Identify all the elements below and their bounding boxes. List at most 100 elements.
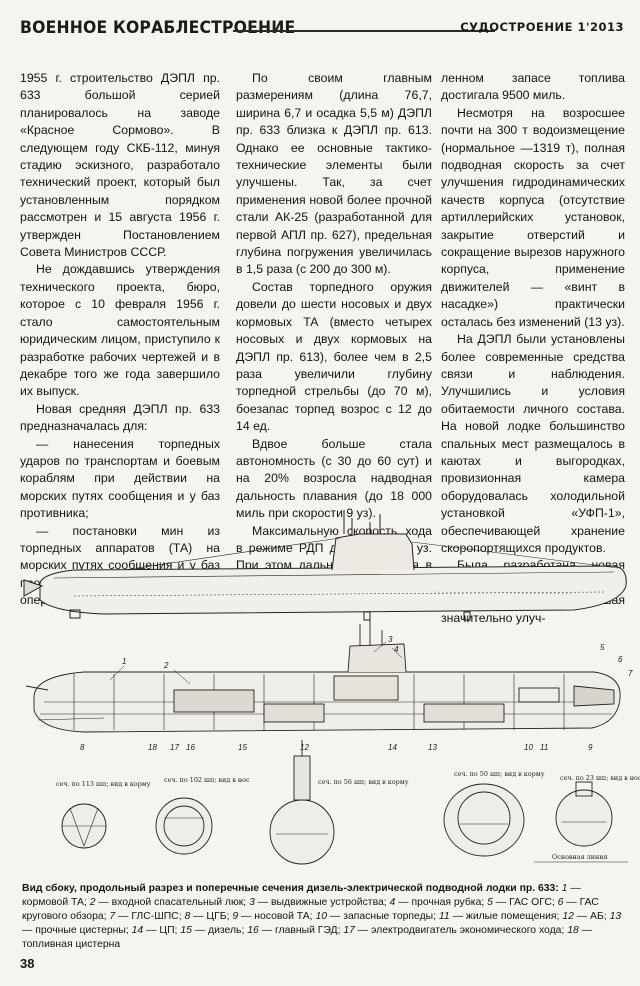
- legend-item: 18 — топливная цистерна: [22, 925, 592, 950]
- legend-item: 9 — носовой ТА;: [232, 911, 315, 922]
- legend-text: — выдвижные устройства;: [254, 897, 390, 908]
- legend-number: 11: [438, 911, 450, 922]
- legend-item: 16 — главный ГЭД;: [247, 925, 343, 936]
- legend-text: — запасные торпеды;: [327, 911, 439, 922]
- legend-item: 7 — ГЛС-ШПС;: [109, 911, 184, 922]
- callout: 16: [186, 743, 195, 752]
- text-column-1: 1955 г. строительство ДЭПЛ пр. 633 больш…: [20, 70, 220, 610]
- section-title: ВОЕННОЕ КОРАБЛЕСТРОЕНИЕ: [20, 18, 296, 38]
- section-labels: сеч. по 113 шп; вид в корму сеч. по 102 …: [56, 770, 640, 861]
- section-label: сеч. по 113 шп; вид в корму: [56, 780, 151, 788]
- legend-number: 2: [89, 897, 96, 908]
- callout: 10: [524, 743, 533, 752]
- legend-number: 14: [131, 925, 144, 936]
- callout: 5: [600, 643, 605, 652]
- legend-number: 9: [232, 911, 239, 922]
- caption-legend: 1 — кормовой ТА; 2 — входной спасательны…: [22, 883, 621, 950]
- callout: 2: [163, 661, 169, 670]
- legend-text: — ГАС ОГС;: [492, 897, 558, 908]
- baseline-label: Основная линия: [552, 853, 608, 861]
- side-view: [23, 510, 627, 621]
- callout: 7: [628, 669, 633, 678]
- paragraph: Вдвое больше стала автономность (с 30 до…: [236, 436, 432, 521]
- paragraph: По своим главным размерениям (длина 76,7…: [236, 71, 432, 277]
- legend-number: 8: [184, 911, 191, 922]
- paragraph: 1955 г. строительство ДЭПЛ пр. 633 больш…: [20, 71, 220, 260]
- section-56: [269, 740, 335, 865]
- legend-number: 5: [487, 897, 493, 908]
- section-102: [155, 797, 213, 855]
- legend-number: 17: [343, 925, 355, 936]
- page-number: 38: [20, 956, 35, 971]
- paragraph: Несмотря на возросшее почти на 300 т вод…: [441, 105, 625, 329]
- caption-title: Вид сбоку, продольный разрез и поперечны…: [22, 883, 559, 894]
- legend-text: — входной спасательный люк;: [95, 897, 250, 908]
- submarine-drawing: 1 2 3 4 5 6 7 8 9 10 11 12 13 14 15 16 1…: [23, 510, 640, 865]
- legend-item: 8 — ЦГБ;: [184, 911, 232, 922]
- text-column-3: ленном запасе топлива достигала 9500 мил…: [441, 70, 625, 627]
- legend-number: 15: [180, 925, 192, 936]
- legend-item: 13 — прочные цистерны;: [22, 911, 621, 936]
- legend-item: 10 — запасные торпеды;: [315, 911, 438, 922]
- section-label: сеч. по 56 шп; вид в корму: [318, 778, 409, 786]
- legend-item: 11 — жилые помещения;: [439, 911, 562, 922]
- legend-text: — дизель;: [191, 925, 248, 936]
- legend-number: 3: [249, 897, 255, 908]
- callout: 13: [428, 743, 437, 752]
- legend-text: — главный ГЭД;: [258, 925, 344, 936]
- legend-number: 10: [315, 911, 328, 922]
- callout: 12: [300, 743, 309, 752]
- legend-number: 6: [557, 897, 564, 908]
- figure-caption: Вид сбоку, продольный разрез и поперечны…: [22, 882, 626, 952]
- legend-text: — ЦП;: [143, 925, 181, 936]
- paragraph: Состав торпедного оружия довели до шести…: [236, 279, 432, 434]
- legend-item: 2 — входной спасательный люк;: [90, 897, 249, 908]
- legend-text: — топливная цистерна: [22, 925, 593, 950]
- legend-item: 4 — прочная рубка;: [390, 897, 488, 908]
- callout: 8: [80, 743, 85, 752]
- legend-number: 18: [567, 925, 579, 936]
- legend-text: — АБ;: [573, 911, 610, 922]
- paragraph: ленном запасе топлива достигала 9500 мил…: [441, 71, 625, 103]
- callout: 11: [540, 743, 548, 752]
- legend-text: — ЦГБ;: [190, 911, 233, 922]
- paragraph: Не дождавшись утверждения технического п…: [20, 262, 220, 399]
- legend-text: — ГЛС-ШПС;: [115, 911, 185, 922]
- section-label: сеч. по 50 шп; вид в корму: [454, 770, 545, 778]
- callout: 15: [238, 743, 247, 752]
- callout: 1: [122, 657, 126, 666]
- section-label: сеч. по 23 шп; вид в нос: [560, 774, 640, 782]
- callout: 4: [394, 645, 399, 654]
- section-23: [555, 781, 613, 847]
- section-label: сеч. по 102 шп; вид в нос: [164, 776, 250, 784]
- legend-text: — носовой ТА;: [238, 911, 316, 922]
- page-header: ВОЕННОЕ КОРАБЛЕСТРОЕНИЕ СУДОСТРОЕНИЕ 1'2…: [8, 14, 632, 46]
- legend-text: — прочная рубка;: [395, 897, 488, 908]
- legend-item: 15 — дизель;: [180, 925, 247, 936]
- callout: 9: [588, 743, 593, 752]
- legend-number: 13: [609, 911, 622, 922]
- paragraph: Новая средняя ДЭПЛ пр. 633 предназначала…: [20, 401, 220, 434]
- legend-number: 1: [561, 883, 568, 894]
- section-50: [443, 783, 525, 857]
- legend-text: — прочные цистерны;: [22, 925, 132, 936]
- callout: 18: [148, 743, 157, 752]
- legend-text: — кормовой ТА;: [22, 883, 581, 908]
- callout: 14: [388, 743, 397, 752]
- callout: 6: [618, 655, 623, 664]
- header-rule: [233, 30, 495, 32]
- section-113: [61, 803, 107, 849]
- cross-sections: [61, 740, 628, 865]
- legend-number: 7: [109, 911, 116, 922]
- legend-item: 5 — ГАС ОГС;: [487, 897, 558, 908]
- legend-item: 12 — АБ;: [562, 911, 609, 922]
- legend-text: — ГАС кругового обзора;: [22, 897, 599, 922]
- magazine-title: СУДОСТРОЕНИЕ 1'2013: [460, 20, 624, 34]
- legend-number: 16: [247, 925, 259, 936]
- legend-text: — жилые помещения;: [449, 911, 563, 922]
- legend-text: — электродвигатель экономического хода;: [354, 925, 568, 936]
- legend-item: 1 — кормовой ТА;: [22, 883, 581, 908]
- paragraph: — нанесения торпедных ударов по транспор…: [20, 436, 220, 521]
- callout: 17: [170, 743, 179, 752]
